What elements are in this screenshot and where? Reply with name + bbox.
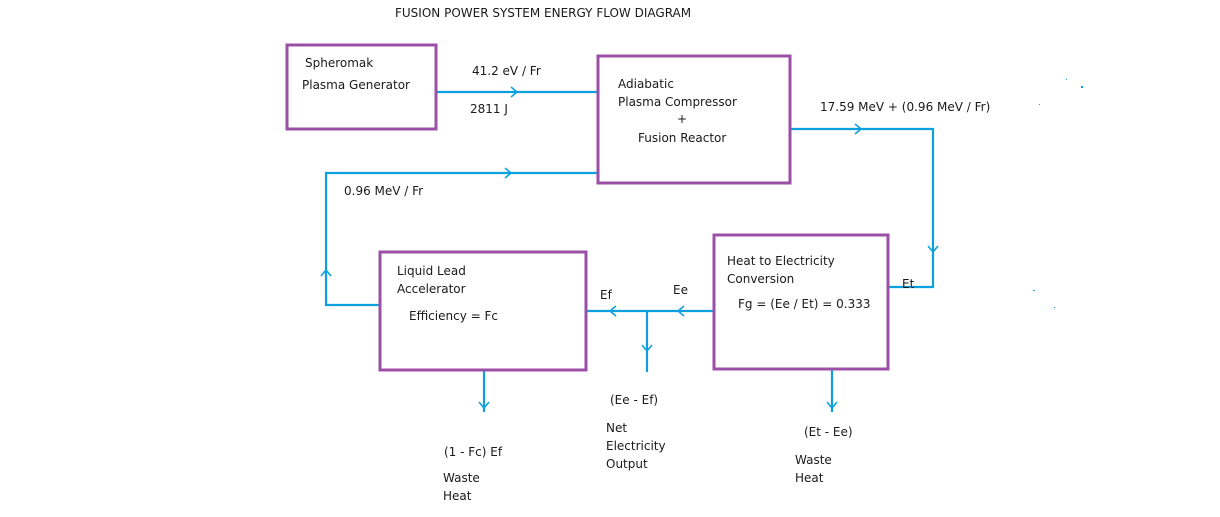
- block-label-line: Plasma Compressor: [618, 95, 737, 109]
- output-label-line: Net: [606, 421, 627, 435]
- arrow-down-icon: [826, 401, 838, 410]
- stray-pixel: [1066, 79, 1067, 80]
- flow-label-ee: Ee: [673, 283, 688, 297]
- flow-label-et: Et: [902, 277, 915, 291]
- output-label-line: Heat: [795, 471, 824, 485]
- flow-recirculation: [324, 171, 598, 307]
- block-border: [596, 54, 792, 185]
- block-label-line: Adiabatic: [618, 77, 674, 91]
- block-label-line: Liquid Lead: [397, 264, 466, 278]
- flow-label-energy-per-fr: 41.2 eV / Fr: [472, 64, 541, 78]
- block-compressor-reactor: Adiabatic Plasma Compressor + Fusion Rea…: [596, 54, 792, 185]
- arrow-left-icon: [676, 305, 685, 317]
- output-label-line: Heat: [443, 489, 472, 503]
- arrow-right-icon: [854, 123, 863, 135]
- output-label-line: Output: [606, 457, 648, 471]
- diagram-title: FUSION POWER SYSTEM ENERGY FLOW DIAGRAM: [395, 6, 691, 20]
- block-border: [712, 233, 890, 371]
- arrow-down-icon: [478, 401, 490, 410]
- output-label-line: Waste: [443, 471, 480, 485]
- arrow-up-icon: [320, 268, 332, 277]
- block-border: [378, 250, 588, 372]
- block-label-line: Plasma Generator: [302, 78, 410, 92]
- block-label-line: Conversion: [727, 272, 794, 286]
- output-converter-waste-heat: (Et - Ee) Waste Heat: [795, 425, 853, 485]
- accelerator-efficiency: Efficiency = Fc: [409, 309, 498, 323]
- flow-label-energy-joules: 2811 J: [470, 102, 508, 116]
- output-net-electricity: (Ee - Ef) Net Electricity Output: [606, 393, 666, 471]
- output-label-line: Electricity: [606, 439, 666, 453]
- stray-pixel: [1033, 290, 1035, 291]
- block-label-line: Fusion Reactor: [638, 131, 726, 145]
- arrow-down-icon: [927, 245, 939, 254]
- block-liquid-lead-accelerator: Liquid Lead Accelerator Efficiency = Fc: [378, 250, 588, 372]
- stray-pixel: [1039, 104, 1040, 105]
- output-label-line: Waste: [795, 453, 832, 467]
- stray-pixel: [1054, 307, 1055, 308]
- stray-pixel: [1081, 86, 1083, 88]
- output-expression: (Et - Ee): [804, 425, 853, 439]
- output-expression: (Ee - Ef): [610, 393, 658, 407]
- block-label-line: Accelerator: [397, 282, 466, 296]
- output-accelerator-waste-heat: (1 - Fc) Ef Waste Heat: [443, 445, 503, 503]
- block-plasma-generator: Spheromak Plasma Generator: [285, 43, 438, 131]
- conversion-formula: Fg = (Ee / Et) = 0.333: [738, 297, 871, 311]
- flow-label-recirculated: 0.96 MeV / Fr: [344, 184, 423, 198]
- block-label-line: +: [677, 112, 687, 126]
- block-label-line: Spheromak: [305, 56, 373, 70]
- arrow-right-icon: [510, 86, 519, 98]
- flow-label-ef: Ef: [600, 288, 613, 302]
- arrow-down-icon: [641, 344, 653, 353]
- block-border: [285, 43, 438, 131]
- output-expression: (1 - Fc) Ef: [444, 445, 503, 459]
- block-label-line: Heat to Electricity: [727, 254, 835, 268]
- block-heat-to-electricity: Heat to Electricity Conversion Fg = (Ee …: [712, 233, 890, 371]
- flow-label-compressor-output: 17.59 MeV + (0.96 MeV / Fr): [820, 100, 990, 114]
- arrow-left-icon: [608, 305, 617, 317]
- arrow-right-icon: [504, 167, 513, 179]
